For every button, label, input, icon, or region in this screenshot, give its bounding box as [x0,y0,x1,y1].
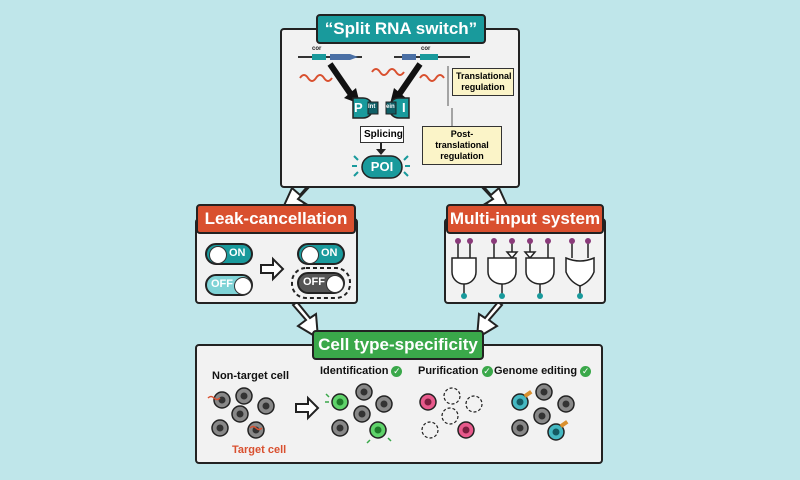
leak-cancellation-title: Leak-cancellation [196,204,356,234]
genome-editing-label: Genome editing✓ [494,365,592,377]
protein-right-label: I [402,100,406,115]
purification-label: Purification✓ [418,365,493,377]
non-target-cell-label: Non-target cell [212,370,290,382]
check-icon: ✓ [580,365,592,377]
on-toggle-left: ON [205,243,253,265]
protein-left-label: P [354,100,363,115]
multi-input-title: Multi-input system [446,204,604,234]
dna-label-right: cor [421,46,431,52]
on-toggle-right: ON [297,243,345,265]
off-toggle-left: OFF [205,274,253,296]
intein-left-label: Int [368,104,376,110]
splicing-label: Splicing [360,126,404,143]
check-icon: ✓ [391,365,403,377]
dna-label-left: cor [312,46,322,52]
post-translational-regulation-label: Post-translational regulation [422,126,502,165]
target-cell-label: Target cell [232,444,287,456]
off-toggle-right: OFF [297,272,345,294]
translational-regulation-label: Translational regulation [452,68,514,96]
identification-label: Identification✓ [320,365,403,377]
poi-label: POI [370,159,394,174]
cell-type-title: Cell type-specificity [312,330,484,360]
split-rna-switch-title: “Split RNA switch” [316,14,486,44]
intein-right-label: ein [386,104,395,110]
check-icon: ✓ [481,365,493,377]
